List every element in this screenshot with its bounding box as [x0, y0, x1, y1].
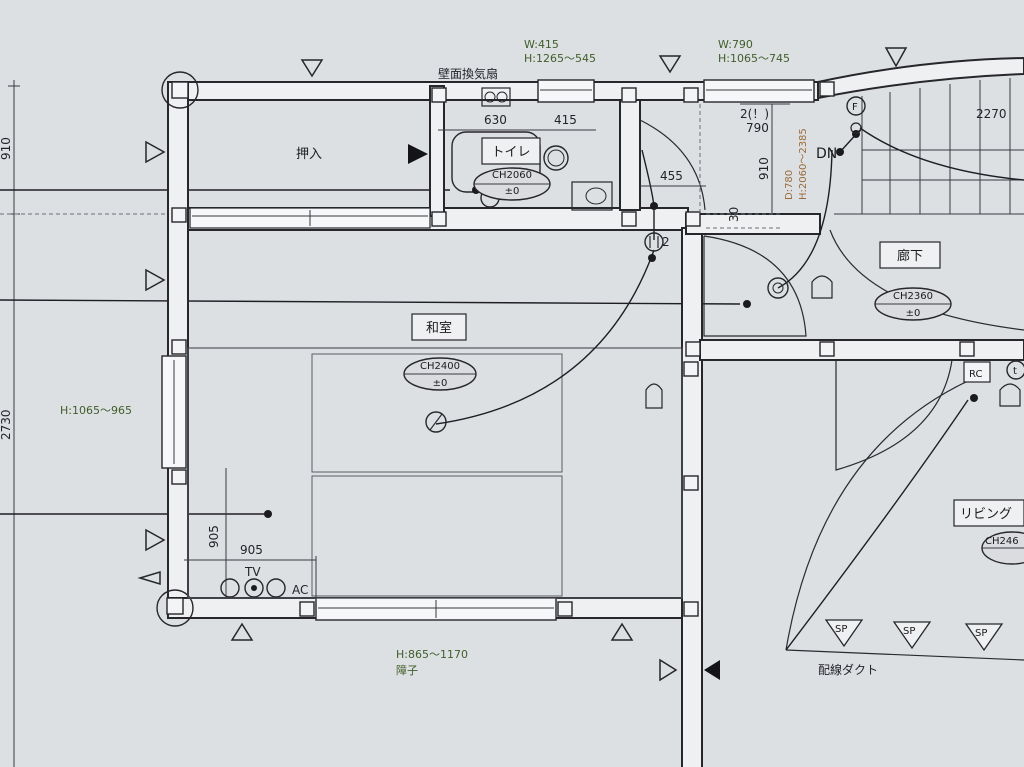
- dim-910-vertical: 910: [757, 157, 771, 180]
- left-dim-2730: 2730: [0, 409, 13, 440]
- outlet-icon: [811, 275, 833, 299]
- rc-box-icon: [963, 361, 991, 383]
- marker-triangle-icon: [300, 59, 324, 78]
- dim-630: 630: [484, 113, 507, 127]
- dim-455: 455: [660, 169, 683, 183]
- window-specs: W:415 H:1265～545 W:790 H:1065～745 H:1065…: [60, 38, 790, 677]
- fan-switch-icon: [846, 96, 866, 116]
- dim-905-vertical: 905: [207, 525, 221, 548]
- toilet-ch-delta: ±0: [505, 186, 520, 197]
- rc-label: RC: [969, 369, 982, 380]
- fan-icon: [481, 87, 511, 107]
- marker-triangle-icon: [884, 47, 908, 68]
- dim-415: 415: [554, 113, 577, 127]
- marker-triangle-icon: [230, 622, 254, 641]
- windows: [161, 79, 815, 621]
- devices: [220, 96, 1024, 598]
- speaker-label: SP: [975, 628, 987, 639]
- dim-790: 790: [746, 121, 769, 135]
- dim-2270: 2270: [976, 107, 1007, 121]
- ac-outlet-icon: [266, 578, 286, 598]
- window2-width: W:790: [718, 38, 753, 51]
- window1-height: H:1265～545: [524, 52, 596, 65]
- dim-30: 30: [727, 207, 741, 222]
- corridor-ch-delta: ±0: [906, 308, 921, 319]
- speaker-label: SP: [903, 626, 915, 637]
- tv-outlet-icon: [244, 578, 264, 598]
- room-labels: トイレ 和室 廊下 リビング 押入 壁面換気扇 DN 配線ダクト TV AC R…: [244, 66, 1024, 677]
- speaker-label: SP: [835, 624, 847, 635]
- left-dimension-group: 910 2730: [0, 80, 20, 767]
- switch-2-label: 2: [662, 235, 670, 249]
- marker-triangle-icon: [610, 622, 634, 641]
- window-bottom-height: H:865～1170: [396, 648, 468, 661]
- outlet-icon: [999, 383, 1021, 407]
- tv-outlet-icon: [220, 578, 240, 598]
- section-markers: [137, 47, 908, 682]
- switch-2-paren-label: 2(！): [740, 107, 769, 121]
- window1-width: W:415: [524, 38, 559, 51]
- window-bottom-type: 障子: [396, 663, 418, 677]
- corridor-label: 廊下: [897, 248, 923, 264]
- washitsu-ch-label: CH2400: [420, 361, 460, 372]
- solid-marker-icon: [704, 660, 720, 680]
- outlet-icon: [645, 383, 663, 409]
- thermostat-icon: [1006, 360, 1024, 380]
- speaker-icon: [892, 621, 932, 650]
- corridor-ch-label: CH2360: [893, 291, 933, 302]
- ac-label: AC: [292, 583, 308, 597]
- columns: [156, 71, 975, 627]
- marker-triangle-icon: [145, 140, 166, 164]
- marker-triangle-icon: [659, 658, 678, 682]
- speakers: SP SP SP: [824, 619, 1004, 652]
- tv-label: TV: [244, 565, 261, 579]
- toilet-label: トイレ: [491, 145, 530, 160]
- washitsu-label: 和室: [426, 320, 452, 336]
- light-fixture-icon: [425, 411, 447, 433]
- stair-depth-note: D:780: [784, 170, 795, 200]
- marker-triangle-icon: [658, 55, 682, 74]
- dimension-lines: [184, 103, 790, 600]
- marker-triangle-icon: [145, 528, 166, 552]
- wiring-duct-label: 配線ダクト: [818, 662, 878, 677]
- closet-label: 押入: [296, 147, 322, 162]
- stair-height-note: H:2060～2385: [798, 128, 809, 200]
- wiring: [264, 127, 1024, 651]
- window-left-height: H:1065～965: [60, 404, 132, 417]
- down-label: DN: [816, 146, 837, 162]
- washitsu-ch-delta: ±0: [433, 378, 448, 389]
- closet-doors: [189, 207, 431, 229]
- speaker-icon: [964, 623, 1004, 652]
- dim-905-horizontal: 905: [240, 543, 263, 557]
- living-ch-label: CH246: [985, 536, 1019, 547]
- staircase: [834, 78, 1024, 215]
- downlight-icon: [767, 277, 789, 299]
- window2-height: H:1065～745: [718, 52, 790, 65]
- fan-label: 壁面換気扇: [438, 66, 498, 81]
- speaker-icon: [824, 619, 864, 648]
- solid-marker-icon: [408, 144, 428, 164]
- dimension-texts: 630 415 790 455 2270 910 30 905 905 D:78…: [207, 107, 1007, 557]
- tatami-mats: [187, 347, 683, 599]
- living-label: リビング: [960, 507, 1012, 522]
- fan-switch-label: F: [852, 102, 858, 113]
- arrow-icon: [137, 570, 161, 586]
- marker-triangle-icon: [145, 268, 166, 292]
- switch-icon: [644, 232, 664, 252]
- door-swings: [639, 119, 1024, 661]
- toilet-ch-label: CH2060: [492, 170, 532, 181]
- ceiling-height-tags: CH2060 ±0 CH2400 ±0 CH2360 ±0 CH246: [403, 167, 1024, 565]
- thermostat-label: t: [1013, 366, 1017, 377]
- left-dim-910: 910: [0, 137, 13, 160]
